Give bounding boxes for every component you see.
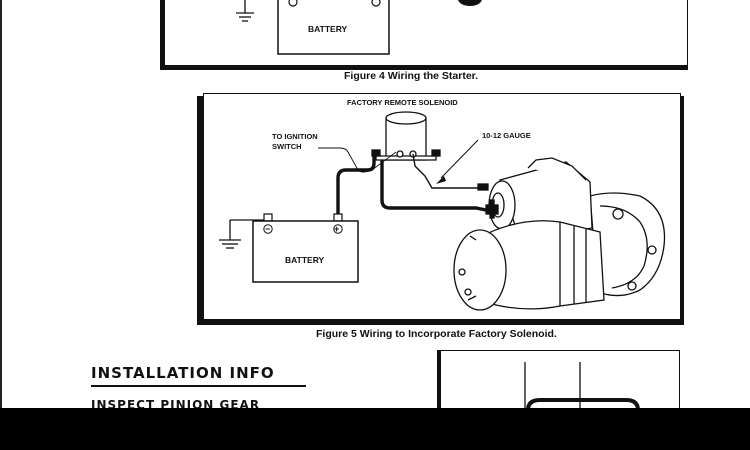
figure5-battery-label: BATTERY xyxy=(285,255,325,265)
figure4-frame xyxy=(164,0,688,66)
figure6-frame xyxy=(437,350,680,420)
figure5-ground-icon xyxy=(219,219,268,249)
figure5-ignition-lead xyxy=(318,147,397,173)
bottom-black-bar xyxy=(0,408,750,450)
figure5-gauge-label: 10-12 GAUGE xyxy=(482,131,531,140)
figure5-small-lead xyxy=(412,153,478,189)
figure5-battery-pos-symbol: + xyxy=(334,224,340,234)
figure5-caption: Figure 5 Wiring to Incorporate Factory S… xyxy=(316,328,557,340)
figure5-ignition-label-line1: TO IGNITION xyxy=(272,132,318,141)
figure5-solenoid-icon xyxy=(371,111,441,161)
figure5-gauge-arrowhead-icon xyxy=(436,176,446,184)
figure4-caption: Figure 4 Wiring the Starter. xyxy=(344,70,479,82)
figure5-battery-neg-symbol: − xyxy=(265,224,271,234)
figure4-battery-terminal-neg xyxy=(288,0,298,7)
figure5-battery-icon xyxy=(252,213,359,283)
figure5-starter-cable xyxy=(380,160,487,212)
figure4-battery-terminal-pos xyxy=(371,0,381,7)
figure4-battery-icon xyxy=(277,0,390,55)
figure5-gauge-arrow-line xyxy=(440,139,479,179)
section-heading: INSTALLATION INFO xyxy=(91,364,275,382)
figure4-starter-nut-icon xyxy=(458,0,482,6)
figure5-ignition-label-line2: SWITCH xyxy=(272,142,302,151)
figure5-starter-motor-icon xyxy=(453,157,666,311)
figure5-solenoid-label: FACTORY REMOTE SOLENOID xyxy=(347,98,458,107)
figure4-battery-label: BATTERY xyxy=(308,24,348,34)
figure4-ground-icon xyxy=(236,0,254,22)
figure5-battery-cable xyxy=(336,154,376,214)
page-left-edge xyxy=(0,0,2,410)
section-heading-underline xyxy=(91,385,306,387)
